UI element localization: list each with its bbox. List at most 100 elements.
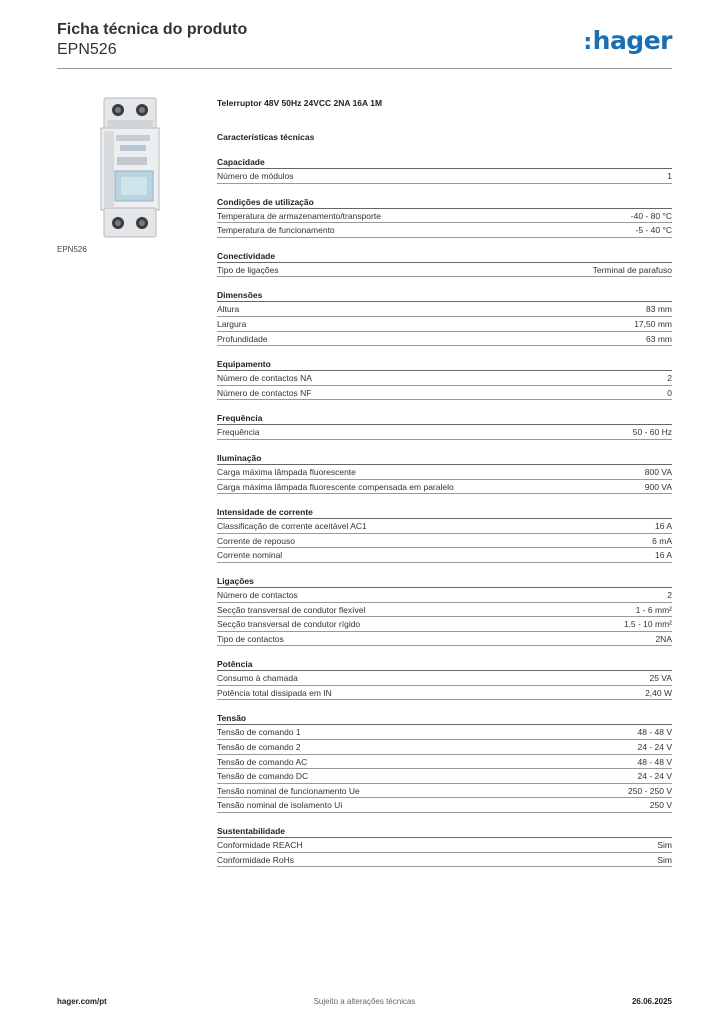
spec-value: 0 — [667, 387, 672, 398]
spec-row: Carga máxima lâmpada fluorescente compen… — [217, 480, 672, 495]
spec-label: Tensão de comando DC — [217, 771, 309, 782]
spec-label: Tipo de ligações — [217, 264, 279, 275]
spec-content: Telerruptor 48V 50Hz 24VCC 2NA 16A 1M Ca… — [217, 96, 673, 868]
spec-value: 1.5 - 10 mm² — [623, 619, 672, 630]
spec-value: Sim — [657, 840, 672, 851]
spec-value: 2NA — [655, 633, 672, 644]
section-title: Equipamento — [217, 357, 672, 372]
product-name: Telerruptor 48V 50Hz 24VCC 2NA 16A 1M — [217, 98, 383, 108]
spec-label: Tensão nominal de funcionamento Ue — [217, 785, 360, 796]
spec-label: Altura — [217, 304, 240, 315]
footer-disclaimer: Sujeito a alterações técnicas — [313, 997, 416, 1006]
spec-value: -40 - 80 °C — [630, 210, 672, 221]
spec-label: Conformidade RoHs — [217, 854, 295, 865]
spec-value: 1 — [667, 171, 672, 181]
spec-label: Corrente nominal — [217, 550, 283, 561]
spec-label: Secção transversal de condutor flexível — [217, 604, 366, 615]
spec-value: 2 — [667, 589, 672, 600]
spec-label: Tensão de comando 2 — [217, 742, 301, 753]
spec-label: Temperatura de armazenamento/transporte — [217, 210, 381, 221]
spec-row: Número de contactos 2 — [217, 588, 672, 603]
footer-website: hager.com/pt — [57, 997, 107, 1006]
spec-value: 2 — [667, 373, 672, 384]
spec-label: Profundidade — [217, 333, 268, 344]
spec-value: 24 - 24 V — [637, 771, 673, 782]
spec-row: Número de contactos NF 0 — [217, 386, 672, 401]
spec-value: 900 VA — [644, 481, 672, 492]
spec-row: Temperatura de armazenamento/transporte -… — [217, 209, 672, 224]
spec-row: Tipo de contactos 2NA — [217, 632, 672, 647]
spec-label: Frequência — [217, 427, 260, 438]
spec-value: 48 - 48 V — [637, 756, 673, 767]
spec-value: 50 - 60 Hz — [632, 427, 672, 438]
spec-label: Corrente de repouso — [217, 535, 295, 546]
spec-label: Número de contactos NA — [217, 373, 312, 384]
spec-label: Número de módulos — [217, 171, 294, 181]
spec-row: Temperatura de funcionamento -5 - 40 °C — [217, 223, 672, 238]
section-title: Conectividade — [217, 249, 672, 263]
spec-label: Classificação de corrente aceitável AC1 — [217, 521, 367, 532]
spec-row: Número de módulos 1 — [217, 169, 672, 184]
header-divider — [57, 68, 672, 69]
spec-label: Carga máxima lâmpada fluorescente compen… — [217, 481, 454, 492]
spec-value: 25 VA — [649, 673, 672, 684]
spec-value: 1 - 6 mm² — [635, 604, 672, 615]
spec-label: Secção transversal de condutor rígido — [217, 619, 361, 630]
spec-value: 250 V — [649, 800, 672, 811]
spec-value: Sim — [657, 854, 672, 865]
spec-value: Terminal de parafuso — [592, 264, 672, 275]
spec-value: 24 - 24 V — [637, 742, 673, 753]
page-header: Ficha técnica do produto EPN526 :hager — [57, 20, 673, 70]
spec-row: Tipo de ligações Terminal de parafuso — [217, 263, 672, 278]
spec-label: Número de contactos — [217, 589, 298, 600]
spec-row: Frequência 50 - 60 Hz — [217, 425, 672, 440]
spec-label: Número de contactos NF — [217, 387, 312, 398]
section-title: Dimensões — [217, 288, 672, 303]
spec-value: 63 mm — [646, 333, 672, 344]
section-title: Tensão — [217, 711, 672, 726]
section-title: Potência — [217, 657, 672, 672]
spec-value: 48 - 48 V — [637, 727, 673, 738]
spec-label: Tipo de contactos — [217, 633, 284, 644]
spec-value: 16 A — [654, 521, 672, 532]
spec-value: 800 VA — [644, 466, 672, 477]
spec-label: Temperatura de funcionamento — [217, 225, 335, 236]
section-title: Capacidade — [217, 155, 672, 169]
section-title: Frequência — [217, 411, 672, 426]
section-title: Intensidade de corrente — [217, 505, 672, 520]
spec-row: Secção transversal de condutor flexível 1… — [217, 603, 672, 618]
spec-row: Conformidade RoHs Sim — [217, 853, 672, 868]
spec-row: Tensão de comando 1 48 - 48 V — [217, 725, 673, 741]
section-title: Condições de utilização — [217, 195, 672, 209]
page-title: Ficha técnica do produto — [57, 21, 248, 38]
spec-row: Largura 17,50 mm — [217, 317, 672, 332]
spec-value: -5 - 40 °C — [635, 225, 672, 236]
spec-value: 17,50 mm — [634, 318, 672, 329]
hager-logo: :hager — [583, 26, 672, 55]
spec-label: Consumo à chamada — [217, 673, 298, 684]
spec-row: Secção transversal de condutor rígido 1.5… — [217, 617, 672, 632]
spec-label: Tensão de comando 1 — [217, 727, 301, 738]
section-title: Ligações — [217, 574, 672, 588]
section-title: Iluminação — [217, 451, 672, 465]
spec-label: Carga máxima lâmpada fluorescente — [217, 466, 356, 477]
spec-row: Tensão de comando DC 24 - 24 V — [217, 769, 672, 784]
spec-label: Largura — [217, 318, 247, 329]
